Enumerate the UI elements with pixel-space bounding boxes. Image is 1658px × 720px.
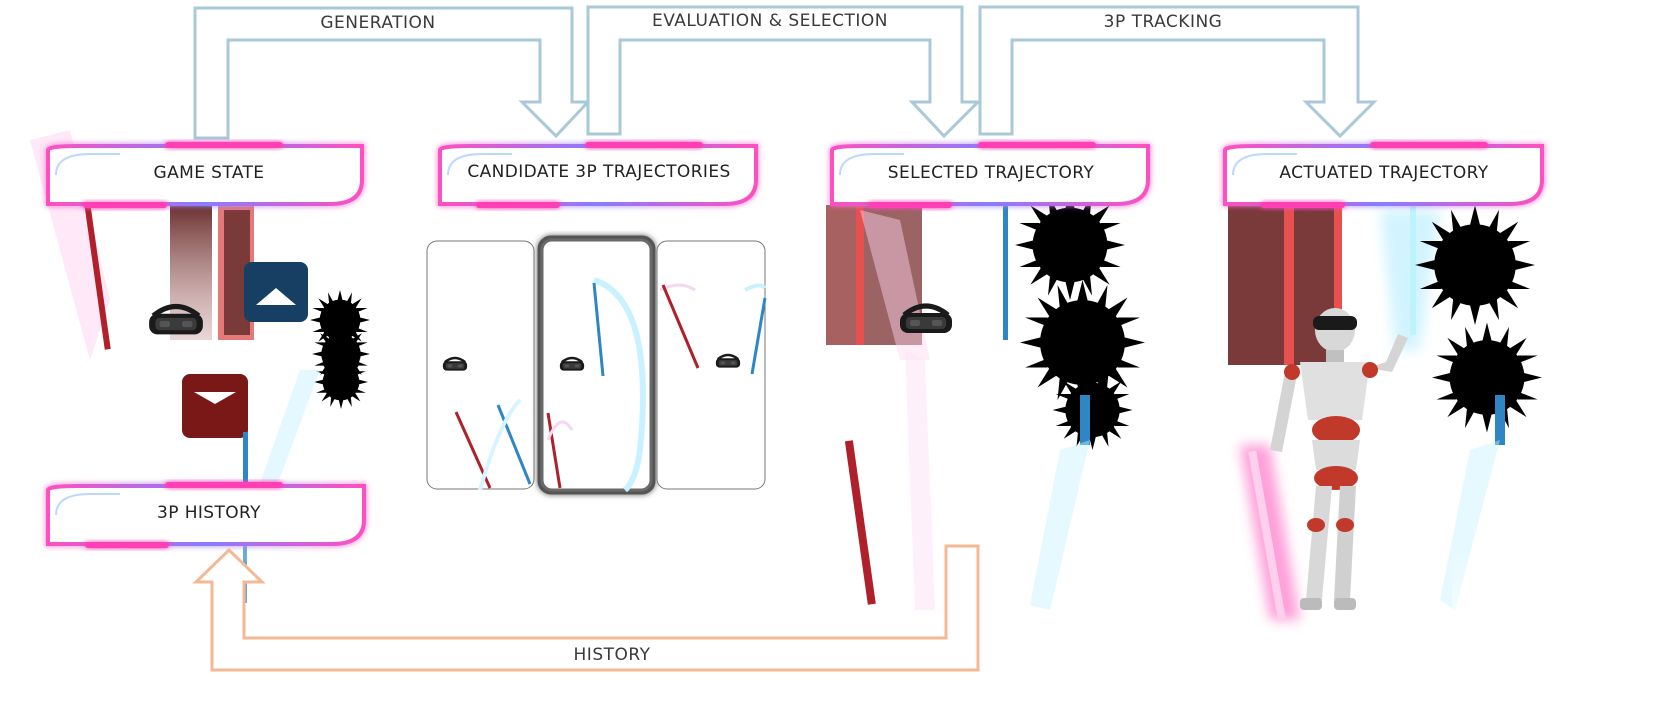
stage-box-actuated: ACTUATED TRAJECTORY [1223, 142, 1544, 208]
stage-label: 3P HISTORY [157, 503, 261, 523]
stage-box-3p-history: 3P HISTORY [46, 482, 366, 548]
candidate-card-1 [426, 240, 535, 491]
stage-box-candidates: CANDIDATE 3P TRAJECTORIES [438, 142, 758, 208]
history-label: HISTORY [574, 645, 651, 665]
tracking-label: 3P TRACKING [1104, 12, 1223, 32]
humanoid-robot-icon [1270, 308, 1408, 610]
blue-saber [243, 432, 248, 490]
spiky-bomb-icon [310, 290, 370, 409]
history-arrow [192, 544, 980, 672]
generation-label: GENERATION [320, 13, 435, 33]
candidate-card-2-selected [537, 235, 656, 495]
actuated-trajectory-scene [1228, 205, 1542, 620]
red-saber [844, 440, 876, 605]
stage-label: CANDIDATE 3P TRAJECTORIES [467, 162, 730, 182]
selected-trajectory-scene [826, 190, 1145, 610]
evaluation-label: EVALUATION & SELECTION [652, 11, 888, 31]
candidate-card-3 [656, 240, 767, 490]
red-saber [84, 205, 111, 350]
stage-label: SELECTED TRAJECTORY [888, 163, 1095, 183]
down-arrow-block-icon [182, 374, 248, 438]
stage-box-game-state: GAME STATE [46, 142, 364, 208]
evaluation-arrow [586, 5, 982, 139]
up-arrow-block-icon [244, 262, 308, 322]
blue-saber [1003, 205, 1008, 340]
stage-label: ACTUATED TRAJECTORY [1279, 163, 1488, 183]
vr-headset-icon [900, 306, 952, 333]
stage-box-selected: SELECTED TRAJECTORY [830, 142, 1150, 208]
stage-label: GAME STATE [154, 163, 265, 183]
generation-arrow [193, 6, 592, 140]
tracking-arrow [978, 5, 1378, 139]
candidate-cards [426, 235, 767, 495]
